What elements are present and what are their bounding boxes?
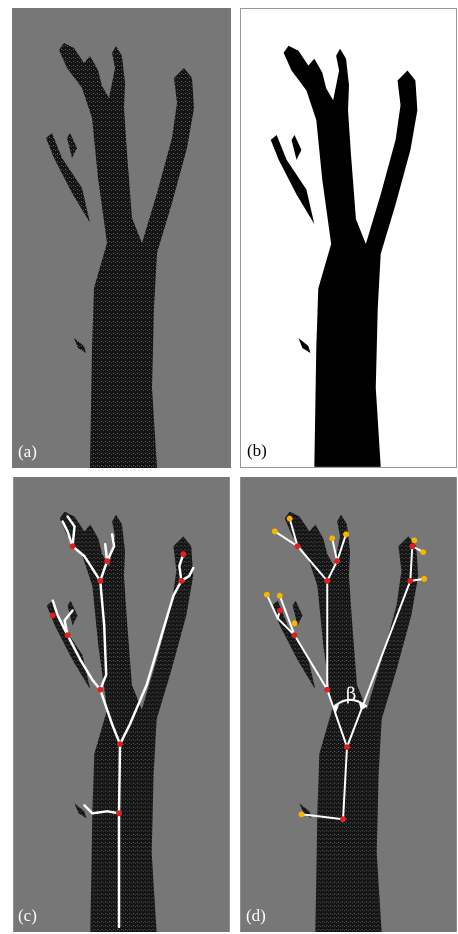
panel-c-label: (c) [18,906,37,926]
panel-b-binary-mask: (b) [240,8,457,468]
panel-d-label: (d) [246,906,266,926]
panel-d-branch-graph: β (d) [240,477,457,932]
panel-a-raw-tree: (a) [12,8,231,468]
panel-a-label: (a) [18,442,37,462]
skeleton-image [12,477,231,932]
raw-tree-image [12,8,231,468]
panel-b-label: (b) [247,441,267,461]
panel-c-skeleton: (c) [12,477,231,932]
binary-mask-image [241,9,457,468]
angle-beta-label: β [346,684,356,705]
